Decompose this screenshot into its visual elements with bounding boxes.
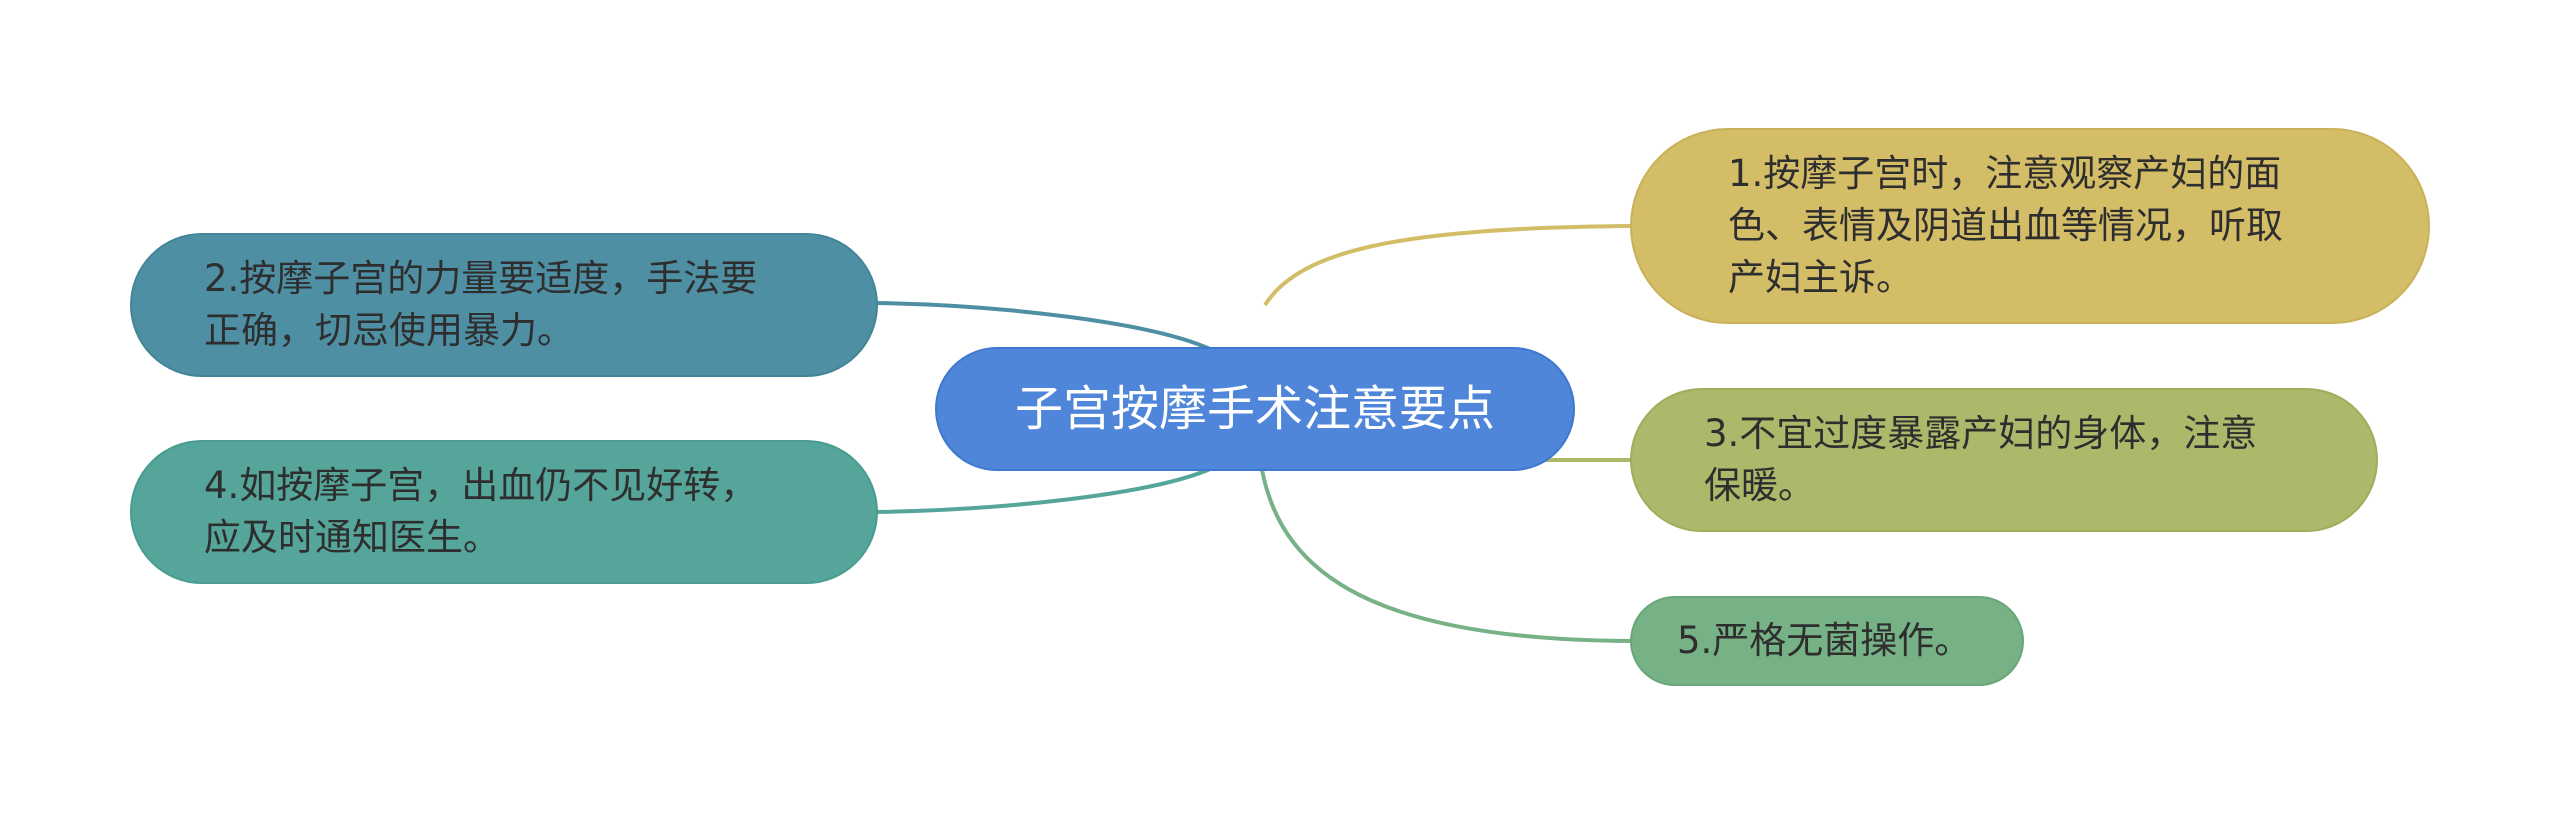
topic-3[interactable]: 3.不宜过度暴露产妇的身体，注意 保暖。: [1630, 388, 2378, 532]
central-topic-label: 子宫按摩手术注意要点: [1014, 381, 1495, 437]
topic-1-label: 1.按摩子宫时，注意观察产妇的面 色、表情及阴道出血等情况，听取 产妇主诉。: [1728, 152, 2283, 299]
topic-2[interactable]: 2.按摩子宫的力量要适度，手法要 正确，切忌使用暴力。: [130, 233, 878, 377]
topic-1[interactable]: 1.按摩子宫时，注意观察产妇的面 色、表情及阴道出血等情况，听取 产妇主诉。: [1630, 128, 2430, 324]
topic-4[interactable]: 4.如按摩子宫，出血仍不见好转， 应及时通知医生。: [130, 440, 878, 584]
topic-3-label: 3.不宜过度暴露产妇的身体，注意 保暖。: [1704, 412, 2258, 507]
central-topic[interactable]: 子宫按摩手术注意要点: [935, 347, 1575, 471]
topic-4-label: 4.如按摩子宫，出血仍不见好转， 应及时通知医生。: [204, 464, 758, 559]
connector-b4: [875, 467, 1211, 514]
topic-5[interactable]: 5.严格无菌操作。: [1630, 596, 2024, 686]
topic-5-label: 5.严格无菌操作。: [1677, 619, 1972, 662]
connector-b5: [1260, 469, 1633, 643]
topic-2-label: 2.按摩子宫的力量要适度，手法要 正确，切忌使用暴力。: [204, 257, 758, 352]
connector-b1: [1263, 224, 1633, 307]
connector-b2: [875, 301, 1211, 351]
